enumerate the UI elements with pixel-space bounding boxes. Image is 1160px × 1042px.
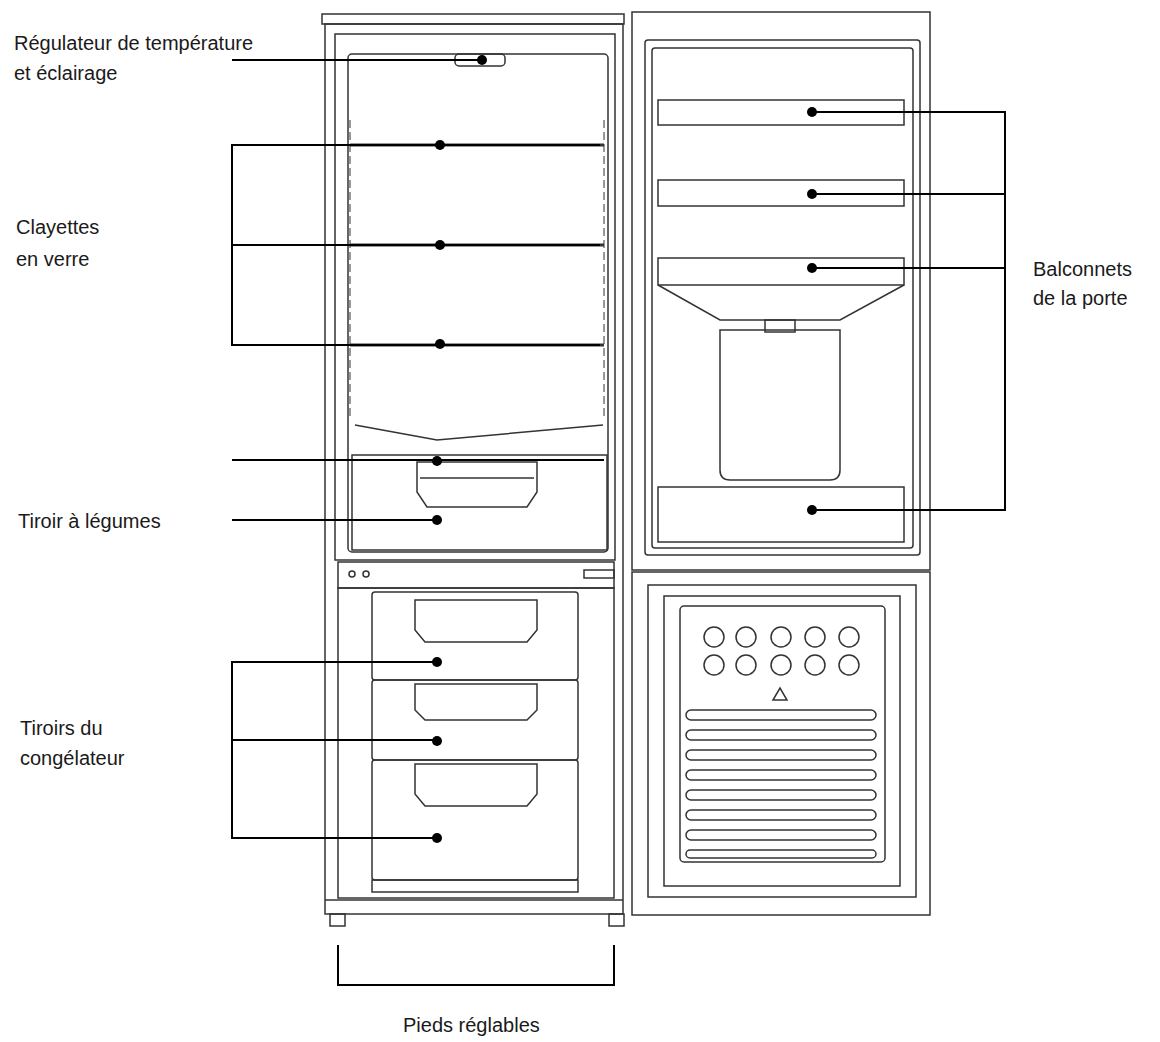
part-label: Régulateur de température et éclairage	[14, 28, 264, 88]
part-label: Clayettes en verre	[16, 211, 116, 275]
leader-lines	[232, 60, 1005, 985]
fridge-door	[584, 12, 930, 915]
leader-dots	[432, 55, 817, 843]
part-label: Tiroir à légumes	[18, 506, 218, 536]
part-label: Balconnets de la porte	[1033, 255, 1145, 313]
part-label: Pieds réglables	[403, 1012, 603, 1038]
fridge-body	[322, 14, 624, 926]
part-label: Tiroirs du congélateur	[20, 713, 132, 773]
